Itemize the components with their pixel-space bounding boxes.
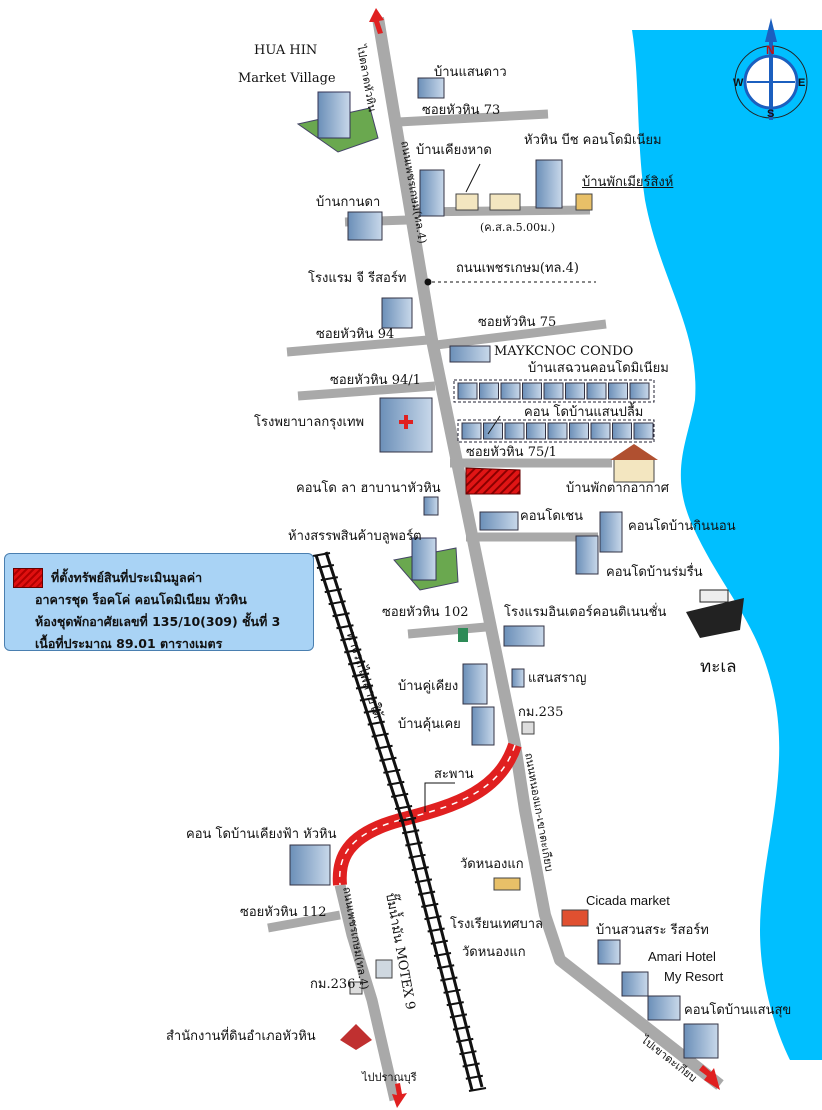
legend-line-2: อาคารชุด ร็อคโค่ คอนโดมิเนียม หัวหิน [35, 592, 247, 607]
condo-groups [453, 379, 655, 443]
label-baan-kun-khoei: บ้านคุ้นเคย [398, 717, 461, 732]
arrow-north [369, 8, 384, 34]
legend-box: ที่ตั้งทรัพย์สินที่ประเมินมูลค่า อาคารชุ… [4, 553, 314, 651]
label-baan-ku-kiang: บ้านคู่เคียง [398, 679, 459, 694]
label-soi-102: ซอยหัวหิน 102 [382, 605, 469, 620]
label-baan-sachuan: บ้านเสฉวนคอนโดมิเนียม [528, 361, 669, 376]
ship-icon [686, 589, 744, 638]
legend-line-3: ห้องชุดพักอาศัยเลขที่ 135/10(309) ชั้นที… [35, 614, 281, 629]
label-bangkok-hospital: โรงพยาบาลกรุงเทพ [254, 415, 365, 430]
building-icons [289, 77, 719, 1059]
legend-line-4: เนื้อที่ประมาณ 89.01 ตารางเมตร [35, 636, 223, 651]
arrow-south [392, 1083, 407, 1108]
label-school-2: วัดหนองแก [462, 945, 526, 960]
label-wat-nongkae: วัดหนองแก [460, 857, 524, 872]
market-village-icon [296, 91, 379, 153]
legend-line-1: ที่ตั้งทรัพย์สินที่ประเมินมูลค่า [51, 570, 203, 585]
label-baan-kanta: บ้านกานดา [316, 195, 381, 210]
compass-icon [734, 18, 808, 120]
label-baan-pak-tak-akat: บ้านพักตากอากาศ [566, 481, 670, 496]
house-icons [340, 193, 658, 1050]
legend-swatch-icon [13, 568, 43, 588]
label-soi-75: ซอยหัวหิน 75 [478, 315, 557, 330]
compass-s: S [767, 108, 775, 120]
label-huahin-beach-condo: หัวหิน บีช คอนโดมิเนียม [524, 133, 662, 148]
label-bridge: สะพาน [434, 767, 474, 782]
label-intercontinental: โรงแรมอินเตอร์คอนติเนนชั่น [504, 605, 667, 620]
sea-area [632, 30, 822, 1060]
label-my-resort: My Resort [664, 969, 724, 984]
label-school-1: โรงเรียนเทศบาล [450, 917, 544, 932]
hospital-cross-icon [399, 415, 413, 429]
label-baan-kiang-had: บ้านเคียงหาด [416, 143, 492, 158]
label-condo-la-habana: คอนโด ลา ฮาบานาหัวหิน [296, 481, 441, 496]
label-condo-kin-non: คอนโดบ้านกินนอน [628, 519, 736, 534]
lower-road [334, 883, 401, 1102]
compass-n: N [766, 43, 775, 57]
label-baan-suan-sra: บ้านสวนสระ รีสอร์ท [596, 923, 709, 938]
compass-e: E [798, 77, 806, 89]
label-soi-73: ซอยหัวหิน 73 [422, 103, 501, 118]
label-soi-75-1: ซอยหัวหิน 75/1 [466, 445, 557, 460]
label-sea: ทะเล [700, 657, 737, 677]
label-saen-saran: แสนสราญ [528, 671, 587, 686]
subject-property [465, 467, 521, 495]
label-cicada-market: Cicada market [586, 893, 670, 908]
label-hua-hin: HUA HIN [254, 43, 318, 58]
label-g-resort: โรงแรม จี รีสอร์ท [308, 271, 407, 286]
label-condo-saensuk: คอนโดบ้านแสนสุข [684, 1003, 792, 1018]
label-condo-chain: คอนโดเชน [520, 509, 583, 524]
label-condo-kiang-fah: คอน โดบ้านเคียงฟ้า หัวหิน [186, 827, 337, 842]
label-road-note: (ค.ส.ล.5.00ม.) [480, 221, 556, 234]
label-soi-94-1: ซอยหัวหิน 94/1 [330, 373, 421, 388]
main-road [372, 17, 724, 1090]
label-maykcnoc: MAYKCNOC CONDO [494, 344, 634, 359]
label-condo-saenplam: คอน โดบ้านแสนปลื้ม [524, 405, 644, 420]
label-baan-saendao: บ้านแสนดาว [434, 65, 507, 80]
label-to-pranburi: ไปปราณบุรี [362, 1071, 417, 1084]
label-km-235: กม.235 [518, 705, 564, 720]
label-phetkasem-side: ถนนเพชรเกษม(ทล.4) [456, 261, 579, 276]
railway-line [312, 551, 487, 1092]
label-land-office: สำนักงานที่ดินอำเภอหัวหิน [166, 1029, 316, 1044]
arrow-southeast [699, 1065, 720, 1090]
label-soi-112: ซอยหัวหิน 112 [240, 905, 327, 920]
label-condo-romrin: คอนโดบ้านร่มรื่น [606, 565, 703, 580]
label-soi-94: ซอยหัวหิน 94 [316, 327, 395, 342]
label-km-236: กม.236 [310, 977, 356, 992]
label-amari-hotel: Amari Hotel [648, 949, 716, 964]
label-department-store: ห้างสรรพสินค้าบลูพอร์ต [288, 529, 422, 544]
compass-w: W [733, 77, 744, 89]
department-store-icon [393, 537, 459, 591]
label-baan-pak-mai: บ้านพักเมียร์สิงห์ [582, 175, 674, 190]
label-market-village: Market Village [238, 71, 336, 86]
